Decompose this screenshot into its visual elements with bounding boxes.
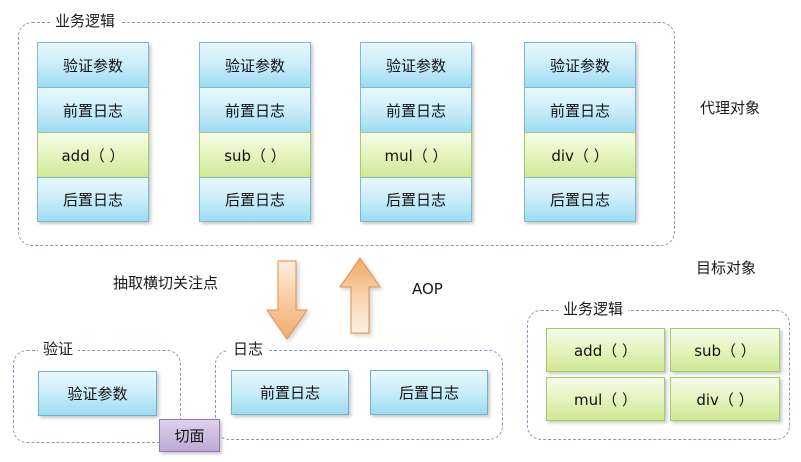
validate-params-box: 验证参数	[38, 371, 157, 416]
stack-cell-method: div（ ）	[524, 132, 636, 177]
stack-cell-before-log: 前置日志	[199, 87, 311, 132]
stack-cell-validate-params: 验证参数	[524, 42, 636, 87]
stack-cell-method: mul（ ）	[360, 132, 472, 177]
log-group-title: 日志	[228, 341, 269, 358]
target-method-div: div（ ）	[670, 377, 780, 421]
stack-cell-method: sub（ ）	[199, 132, 311, 177]
aop-label: AOP	[412, 280, 443, 298]
target-method-mul: mul（ ）	[546, 377, 665, 421]
method-stack-sub: 验证参数 前置日志 sub（ ） 后置日志	[199, 42, 311, 222]
target-method-sub: sub（ ）	[670, 328, 780, 372]
validate-group	[13, 350, 181, 443]
up-arrow-icon	[339, 257, 381, 334]
stack-cell-before-log: 前置日志	[37, 87, 149, 132]
stack-cell-after-log: 后置日志	[37, 177, 149, 222]
log-group	[215, 350, 503, 440]
stack-cell-after-log: 后置日志	[524, 177, 636, 222]
stack-cell-before-log: 前置日志	[360, 87, 472, 132]
down-arrow-icon	[266, 260, 308, 340]
target-object-side-label: 目标对象	[696, 259, 757, 277]
stack-cell-validate-params: 验证参数	[37, 42, 149, 87]
stack-cell-validate-params: 验证参数	[360, 42, 472, 87]
extract-crosscutting-label: 抽取横切关注点	[113, 274, 219, 292]
target-group-title: 业务逻辑	[558, 301, 629, 318]
stack-cell-method: add（ ）	[37, 132, 149, 177]
stack-cell-after-log: 后置日志	[199, 177, 311, 222]
proxy-group-title: 业务逻辑	[50, 13, 121, 30]
target-method-add: add（ ）	[546, 328, 665, 372]
target-object-group	[527, 310, 790, 440]
validate-group-title: 验证	[38, 341, 79, 358]
method-stack-mul: 验证参数 前置日志 mul（ ） 后置日志	[360, 42, 472, 222]
stack-cell-after-log: 后置日志	[360, 177, 472, 222]
method-stack-div: 验证参数 前置日志 div（ ） 后置日志	[524, 42, 636, 222]
stack-cell-validate-params: 验证参数	[199, 42, 311, 87]
proxy-object-group	[18, 22, 675, 246]
before-log-box: 前置日志	[231, 370, 349, 415]
after-log-box: 后置日志	[370, 370, 488, 415]
method-stack-add: 验证参数 前置日志 add（ ） 后置日志	[37, 42, 149, 222]
stack-cell-before-log: 前置日志	[524, 87, 636, 132]
aspect-badge: 切面	[159, 419, 220, 452]
proxy-object-side-label: 代理对象	[700, 99, 761, 117]
